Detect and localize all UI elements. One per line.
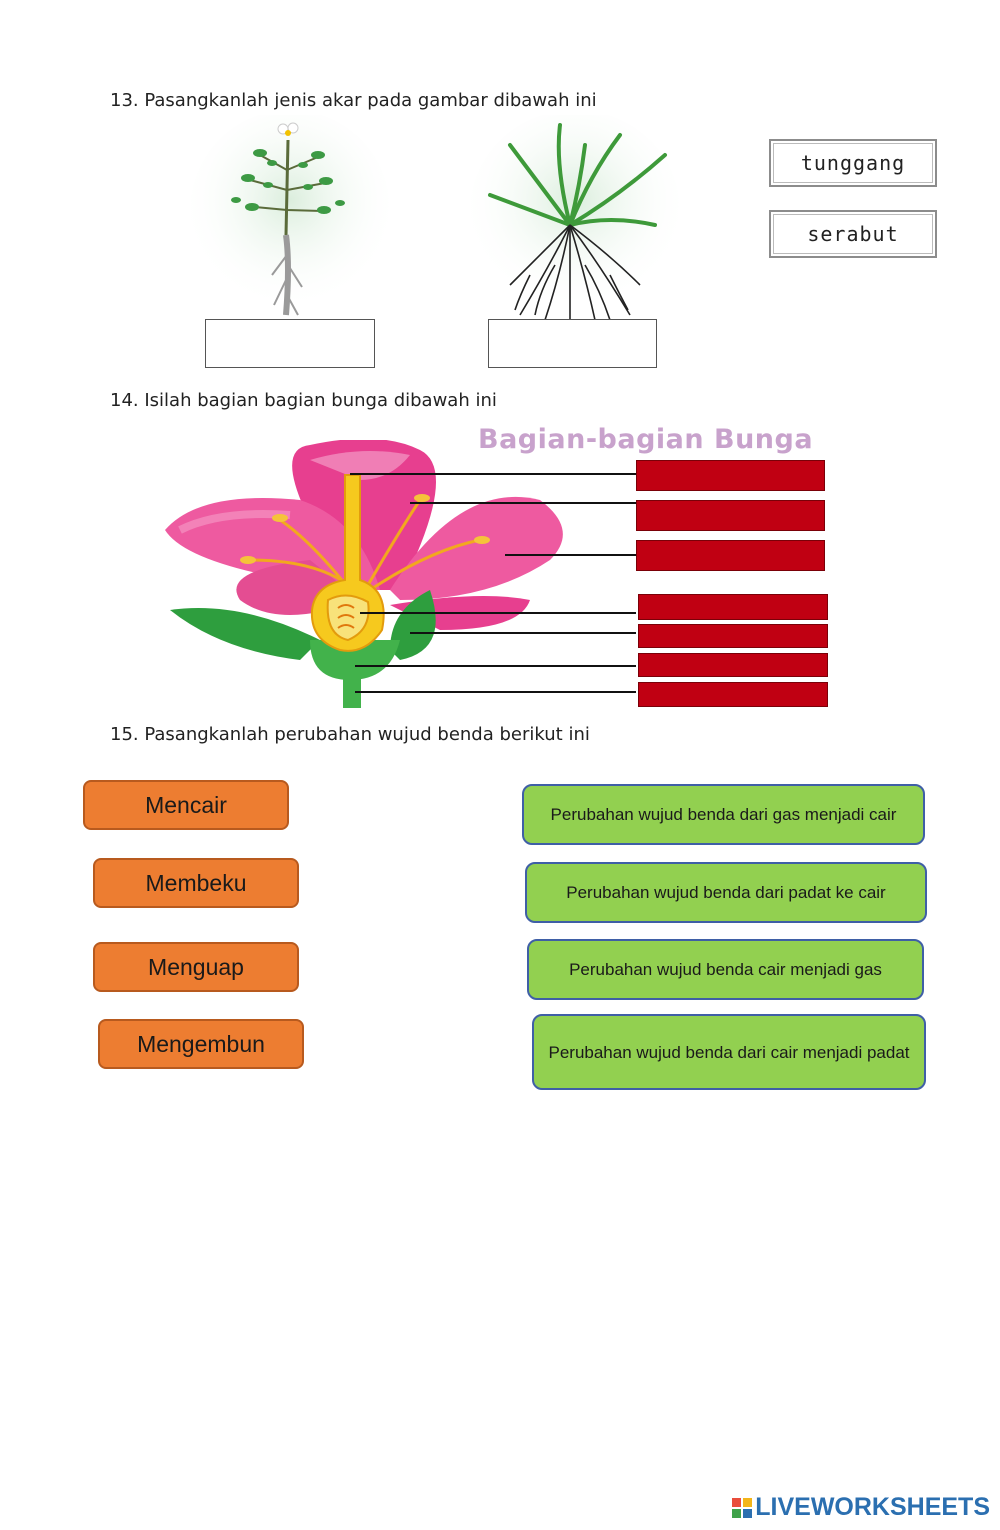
option-tunggang[interactable]: tunggang [769,139,937,187]
term-mengembun[interactable]: Mengembun [98,1019,304,1069]
flower-label-slot-6[interactable] [638,653,828,677]
liveworksheets-logo-icon [732,1497,753,1518]
definition-gas-to-liquid[interactable]: Perubahan wujud benda dari gas menjadi c… [522,784,925,845]
root-answer-box-1[interactable] [205,319,375,368]
option-serabut[interactable]: serabut [769,210,937,258]
diagram-title: Bagian-bagian Bunga [478,424,814,455]
flower-label-slot-1[interactable] [636,460,825,491]
flower-label-slot-4[interactable] [638,594,828,620]
taproot-plant-illustration [190,115,390,316]
definition-solid-to-liquid[interactable]: Perubahan wujud benda dari padat ke cair [525,862,927,923]
liveworksheets-brand[interactable]: LIVEWORKSHEETS [732,1493,990,1522]
term-membeku[interactable]: Membeku [93,858,299,908]
flower-label-slot-7[interactable] [638,682,828,707]
flower-label-slot-3[interactable] [636,540,825,571]
fibrous-root-plant-illustration [470,115,680,321]
brand-text: LIVEWORKSHEETS [755,1493,990,1521]
question-15-title: 15. Pasangkanlah perubahan wujud benda b… [110,724,590,745]
term-mencair[interactable]: Mencair [83,780,289,830]
root-answer-box-2[interactable] [488,319,657,368]
definition-liquid-to-gas[interactable]: Perubahan wujud benda cair menjadi gas [527,939,924,1000]
definition-liquid-to-solid[interactable]: Perubahan wujud benda dari cair menjadi … [532,1014,926,1090]
question-13-title: 13. Pasangkanlah jenis akar pada gambar … [110,90,597,111]
flower-label-slot-5[interactable] [638,624,828,648]
flower-label-slot-2[interactable] [636,500,825,531]
flower-cross-section-illustration [165,440,636,708]
term-menguap[interactable]: Menguap [93,942,299,992]
question-14-title: 14. Isilah bagian bagian bunga dibawah i… [110,390,497,411]
